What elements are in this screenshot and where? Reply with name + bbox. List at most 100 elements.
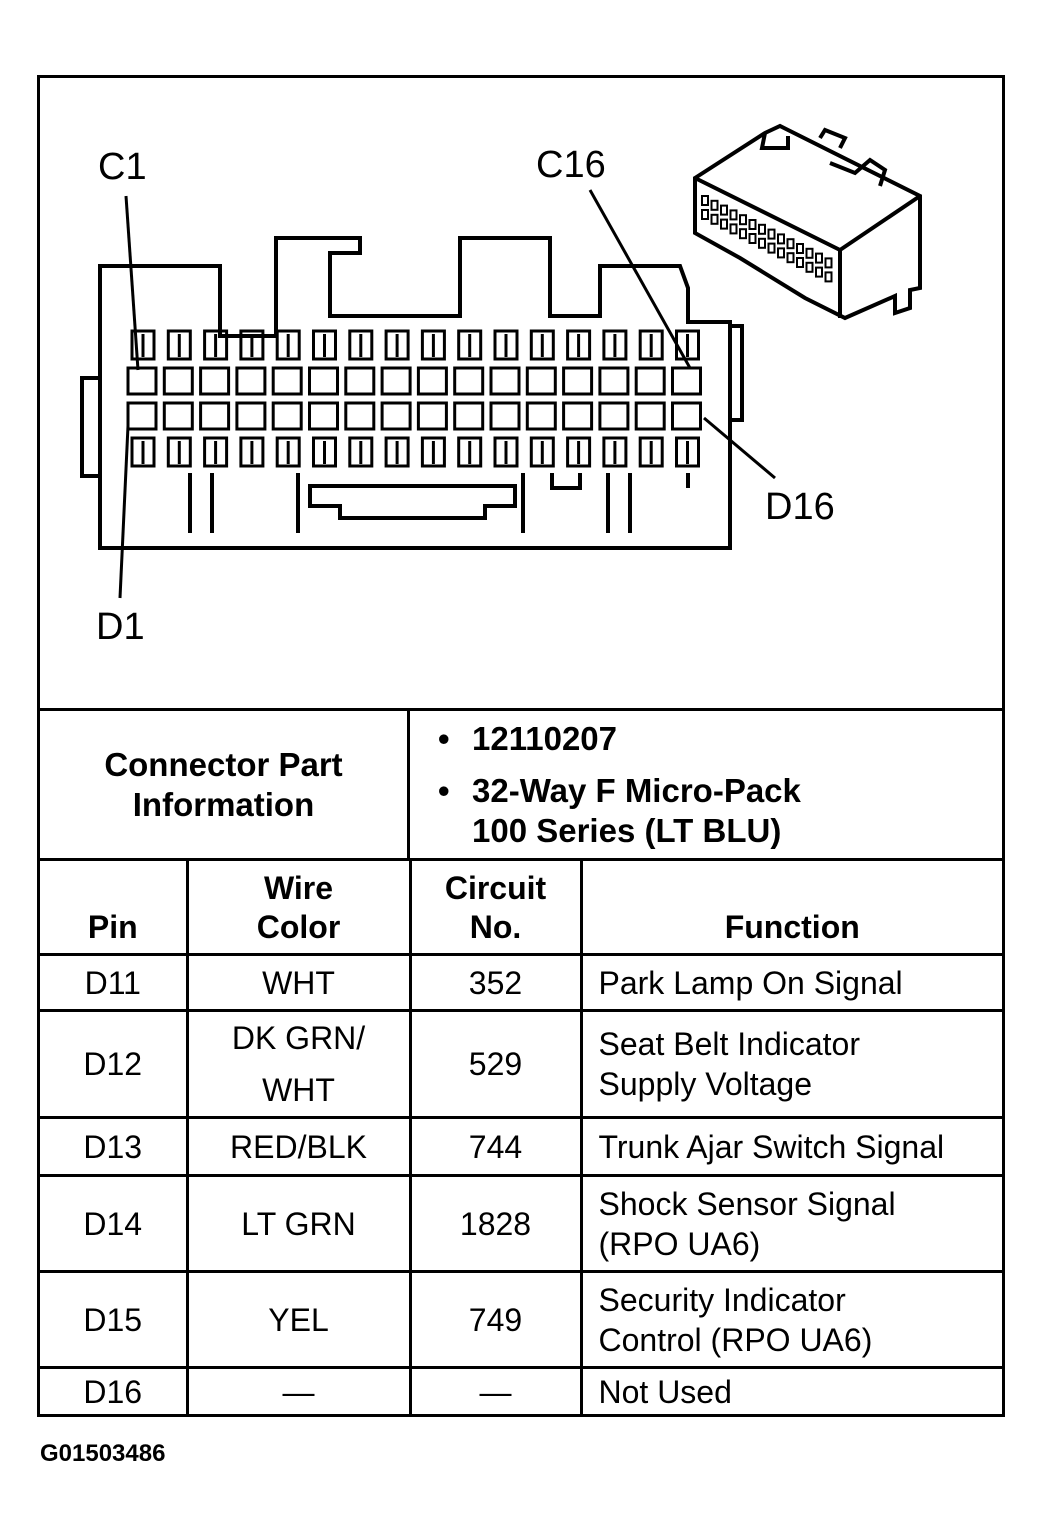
connector-part-info: Connector Part Information • 12110207 • … — [40, 708, 1002, 858]
cell-function: Trunk Ajar Switch Signal — [579, 1116, 1002, 1177]
connector-3d-cavity — [748, 233, 757, 244]
cell-pin: D14 — [40, 1174, 189, 1273]
connector-3d-cavity — [815, 252, 823, 264]
cell-wire-color: LT GRN — [185, 1174, 412, 1273]
terminal-slot-top — [203, 329, 229, 361]
terminal-slot-bottom — [275, 436, 301, 468]
cavity-d-row — [126, 401, 158, 431]
label-d16: D16 — [765, 486, 835, 528]
terminal-slot-top — [493, 329, 519, 361]
connector-3d-outline — [693, 123, 922, 321]
cell-wire-color: — — [185, 1366, 412, 1416]
connector-3d-cavity — [710, 199, 719, 211]
connector-3d-cavity — [729, 223, 738, 235]
cavity-c-row — [344, 366, 376, 396]
cell-wire-color: RED/BLK — [185, 1116, 412, 1177]
connector-3d-cavity — [758, 223, 766, 235]
cavity-d-row — [235, 401, 267, 431]
connector-3d-cavity — [701, 209, 709, 220]
cavity-c-row — [453, 366, 485, 396]
cavity-d-row — [308, 401, 339, 431]
connector-3d-cavity — [824, 257, 833, 269]
table-row: D16 — — Not Used — [40, 1366, 1002, 1416]
terminal-slot-bottom — [457, 436, 483, 468]
connector-diagram: C1 C16 D1 D16 — [40, 78, 1002, 708]
terminal-slot-bottom — [130, 436, 156, 468]
connector-description: • 32-Way F Micro-Pack 100 Series (LT BLU… — [438, 772, 801, 849]
connector-3d-cavity — [805, 247, 814, 259]
cavity-d-row — [344, 401, 376, 431]
cavity-d-row — [271, 401, 303, 431]
header-wire-color: Wire Color — [185, 858, 412, 956]
connector-3d-cavity — [786, 252, 795, 264]
terminal-slot-bottom — [529, 436, 555, 468]
label-c16: C16 — [536, 144, 606, 186]
table-row: D14 LT GRN 1828 Shock Sensor Signal (RPO… — [40, 1174, 1002, 1273]
table-header-row: Pin Wire Color Circuit No. Function — [40, 858, 1002, 956]
connector-part-info-values: • 12110207 • 32-Way F Micro-Pack 100 Ser… — [410, 711, 1002, 858]
connector-3d-cavity — [824, 271, 833, 283]
cell-pin: D16 — [40, 1366, 189, 1416]
connector-3d-cavity — [748, 219, 757, 230]
cavity-c-row — [126, 366, 158, 396]
cell-pin: D13 — [40, 1116, 189, 1177]
cell-circuit: — — [408, 1366, 583, 1416]
cell-circuit: 744 — [408, 1116, 583, 1177]
connector-3d-cavity — [767, 228, 776, 240]
cavity-c-row — [416, 366, 448, 396]
terminal-slot-top — [239, 329, 265, 361]
terminal-slot-top — [384, 329, 410, 361]
leader-c1 — [124, 195, 140, 371]
terminal-slot-top — [529, 329, 555, 361]
heading-line-1: Connector Part — [104, 745, 343, 783]
cavity-c-row — [162, 366, 194, 396]
cell-circuit: 529 — [408, 1009, 583, 1119]
connector-3d-cavity — [720, 204, 728, 216]
cell-circuit: 352 — [408, 953, 583, 1012]
terminal-slot-top — [638, 329, 664, 361]
cavity-d-row — [634, 401, 666, 431]
connector-face-drawing — [80, 123, 922, 599]
cavity-c-row — [525, 366, 557, 396]
bottom-ribs-right — [521, 473, 690, 533]
cavity-c-row — [634, 366, 666, 396]
cell-function: Shock Sensor Signal (RPO UA6) — [579, 1174, 1002, 1273]
connector-3d-cavity — [796, 257, 804, 268]
connector-3d-cavity — [796, 243, 804, 254]
cavity-c-row — [489, 366, 521, 396]
bullet-icon: • — [438, 720, 450, 757]
cell-function: Seat Belt Indicator Supply Voltage — [579, 1009, 1002, 1119]
leader-d1 — [118, 425, 130, 599]
terminal-slot-top — [566, 329, 592, 361]
pin-table: Pin Wire Color Circuit No. Function D11 … — [40, 858, 1002, 1416]
connector-3d-cavity — [805, 261, 814, 273]
cavity-d-row — [562, 401, 594, 431]
cell-circuit: 749 — [408, 1270, 583, 1369]
connector-3d-cavity — [786, 238, 795, 250]
terminal-slot-bottom — [166, 436, 192, 468]
terminal-slot-top — [348, 329, 374, 361]
connector-3d-cavity — [701, 195, 709, 206]
connector-3d-cavity — [758, 237, 766, 249]
terminal-slot-top — [602, 329, 628, 361]
header-pin: Pin — [40, 858, 189, 956]
terminal-slot-bottom — [638, 436, 664, 468]
connector-3d-cavity — [815, 266, 823, 278]
right-latch — [730, 324, 744, 422]
terminal-slot-top — [420, 329, 446, 361]
bottom-ribs — [188, 473, 300, 533]
connector-3d-edges — [694, 176, 922, 318]
connector-3d-cavity — [739, 228, 747, 240]
bullet-icon: • — [438, 772, 450, 809]
connector-3d-cavity — [720, 218, 728, 230]
connector-3d-cavity — [710, 213, 719, 225]
terminal-slot-bottom — [675, 436, 700, 468]
cell-circuit: 1828 — [408, 1174, 583, 1273]
connector-3d-cavity — [777, 247, 785, 259]
cavity-c-row — [562, 366, 594, 396]
terminal-slot-bottom — [566, 436, 592, 468]
cell-pin: D11 — [40, 953, 189, 1012]
connector-3d-cavity — [729, 209, 738, 221]
cavity-d-row — [525, 401, 557, 431]
terminal-slot-top — [166, 329, 192, 361]
